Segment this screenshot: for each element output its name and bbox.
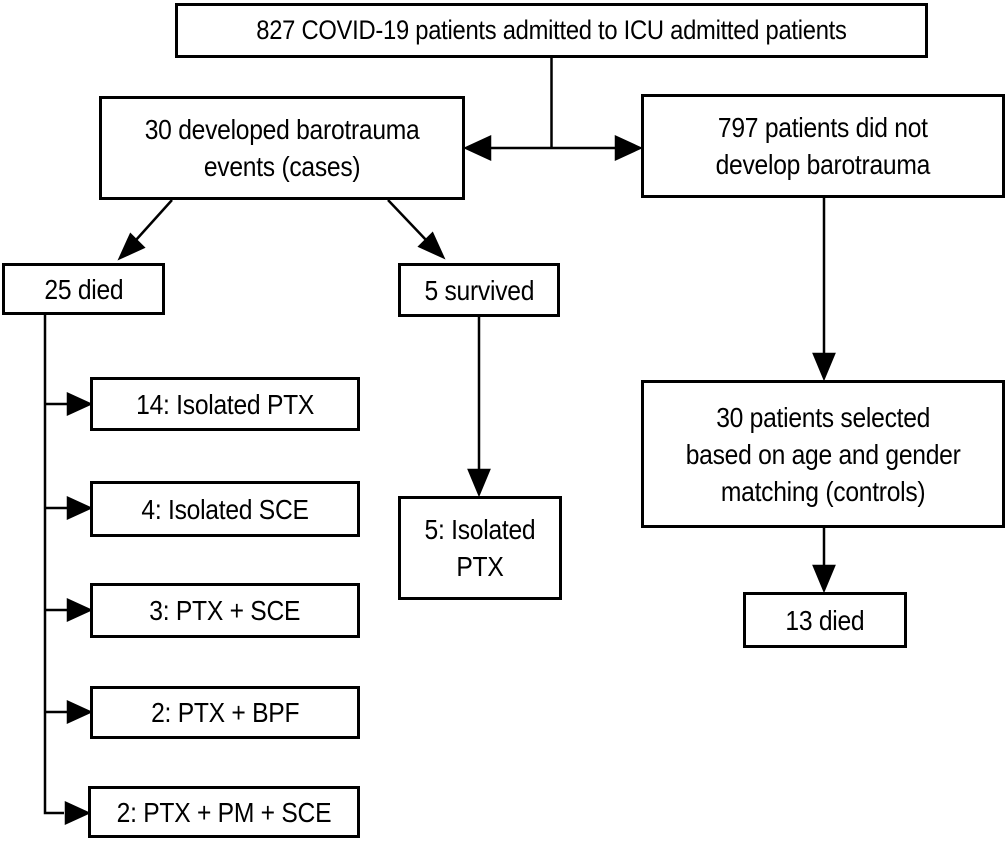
- arrowhead-downleft-icon: [117, 232, 146, 261]
- node-label: 4: Isolated SCE: [141, 491, 309, 528]
- arrowhead-down-icon: [812, 352, 836, 382]
- node-label-line: 2: PTX + BPF: [150, 697, 300, 728]
- node-died-isolated-sce: 4: Isolated SCE: [90, 481, 360, 537]
- node-cases-died: 25 died: [2, 263, 165, 315]
- node-label-line: 827 COVID-19 patients admitted to ICU ad…: [256, 15, 847, 45]
- node-label-line: PTX: [456, 551, 504, 582]
- node-died-ptx-pm-sce: 2: PTX + PM + SCE: [88, 786, 360, 838]
- node-died-ptx-sce: 3: PTX + SCE: [90, 583, 360, 638]
- node-label: 13 died: [785, 602, 864, 639]
- node-label-line: 4: Isolated SCE: [141, 493, 309, 525]
- arrowhead-downright-icon: [417, 231, 446, 260]
- node-controls-died: 13 died: [743, 592, 907, 648]
- node-cases-survived: 5 survived: [398, 263, 560, 317]
- node-label: 797 patients did not develop barotrauma: [715, 109, 931, 183]
- node-label: 2: PTX + PM + SCE: [117, 794, 332, 831]
- arrowhead-right-icon: [614, 135, 644, 161]
- node-label: 2: PTX + BPF: [151, 694, 299, 731]
- arrowhead-right-icon: [64, 801, 92, 825]
- edge-controls-to-controls-died: [812, 528, 836, 594]
- node-controls: 30 patients selected based on age and ge…: [641, 380, 1005, 528]
- node-label-line: 13 died: [785, 604, 865, 636]
- node-label-line: 14: Isolated PTX: [136, 388, 314, 420]
- node-label-line: 25 died: [43, 273, 123, 305]
- node-label-line: matching (controls): [720, 475, 926, 507]
- edge-cases-to-died: [117, 199, 173, 261]
- edge-cases-to-survived: [387, 199, 446, 260]
- node-label: 30 developed barotrauma events (cases): [145, 111, 420, 185]
- node-survived-isolated-ptx: 5: Isolated PTX: [398, 496, 562, 600]
- node-label-line: 797 patients did not: [718, 112, 928, 143]
- node-label-line: based on age and gender: [685, 438, 961, 470]
- arrowhead-right-icon: [66, 392, 94, 416]
- node-died-isolated-ptx: 14: Isolated PTX: [90, 377, 360, 431]
- node-label: 5: Isolated PTX: [425, 511, 536, 585]
- node-label-line: 30 developed barotrauma: [144, 114, 420, 145]
- node-label-line: develop barotrauma: [715, 149, 931, 180]
- edge-survived-to-isolated-ptx: [467, 317, 491, 498]
- node-label-line: 5: Isolated: [424, 514, 536, 545]
- node-label-line: 5 survived: [424, 274, 534, 306]
- arrowhead-left-icon: [462, 135, 492, 161]
- arrowhead-down-icon: [467, 468, 491, 498]
- edge-split-to-cases-and-no-barotrauma: [462, 135, 644, 161]
- node-label: 827 COVID-19 patients admitted to ICU ad…: [256, 12, 847, 49]
- node-label-line: 2: PTX + PM + SCE: [116, 796, 332, 828]
- node-label-line: 3: PTX + SCE: [149, 595, 301, 626]
- node-label: 5 survived: [424, 272, 534, 309]
- node-label-line: 30 patients selected: [716, 401, 930, 433]
- node-label: 25 died: [44, 271, 123, 308]
- node-label: 3: PTX + SCE: [150, 592, 301, 629]
- arrowhead-right-icon: [66, 598, 94, 622]
- arrowhead-right-icon: [66, 496, 94, 520]
- node-label: 14: Isolated PTX: [136, 386, 314, 423]
- node-label: 30 patients selected based on age and ge…: [686, 399, 961, 510]
- edge-no-barotrauma-to-controls: [812, 198, 836, 382]
- node-no-barotrauma: 797 patients did not develop barotrauma: [641, 94, 1005, 198]
- arrowhead-down-icon: [812, 564, 836, 594]
- node-cases: 30 developed barotrauma events (cases): [99, 96, 465, 200]
- node-total-admitted: 827 COVID-19 patients admitted to ICU ad…: [175, 3, 928, 58]
- node-label-line: events (cases): [203, 151, 361, 182]
- node-died-ptx-bpf: 2: PTX + BPF: [90, 686, 360, 739]
- arrowhead-right-icon: [66, 700, 94, 724]
- edge-died-breakdown-spine: [43, 315, 94, 825]
